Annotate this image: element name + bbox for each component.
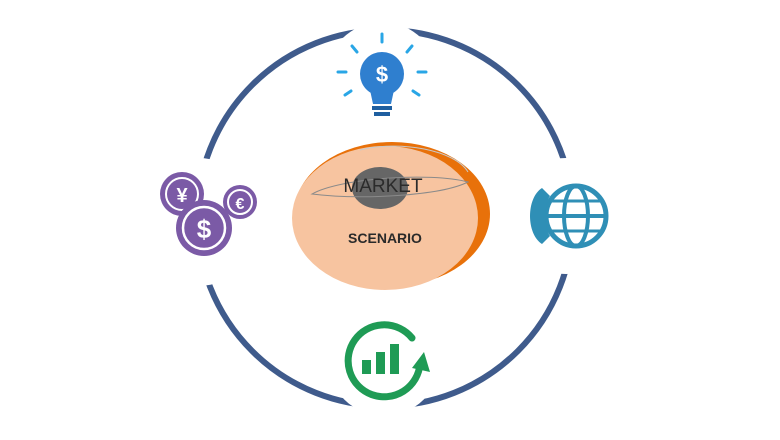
market-scenario-hub: [292, 142, 490, 290]
currency-coins-icon: ¥ € $: [160, 172, 257, 256]
center-title: MARKET: [343, 176, 423, 197]
euro-symbol: €: [236, 196, 245, 213]
growth-chart-icon: [344, 321, 430, 401]
currency-coins-node: ¥ € $: [134, 158, 262, 286]
orbit-swirl: [310, 176, 470, 198]
lightbulb-dollar-icon: $: [336, 32, 428, 116]
globe-phone-node: [508, 158, 624, 274]
lightbulb-dollar-node: $: [326, 22, 438, 134]
dollar-symbol: $: [197, 214, 212, 244]
yen-symbol: ¥: [176, 185, 188, 207]
globe-phone-icon: [530, 183, 609, 249]
svg-text:$: $: [376, 62, 388, 87]
center-subtitle: SCENARIO: [348, 230, 422, 246]
growth-chart-node: [328, 304, 440, 416]
